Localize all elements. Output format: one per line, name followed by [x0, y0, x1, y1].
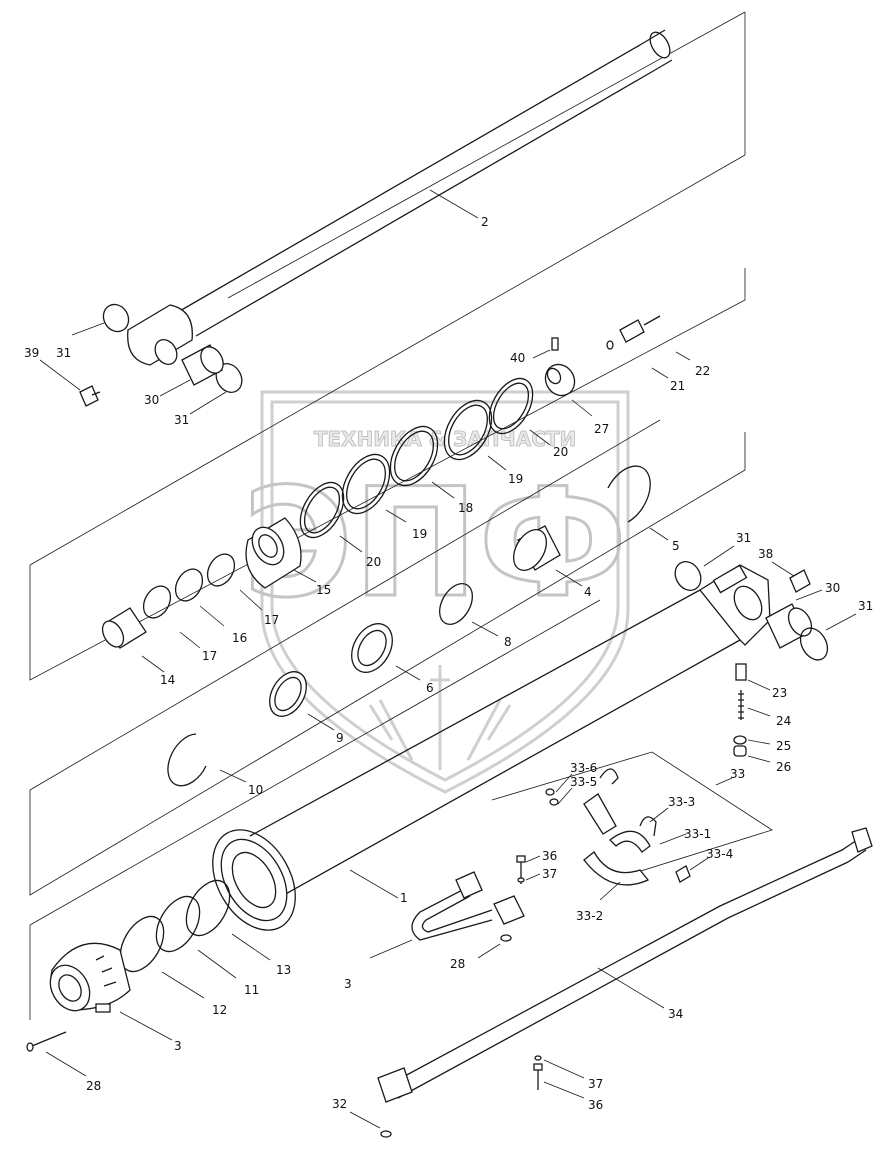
- callout-5: 5: [672, 539, 680, 553]
- callout-15: 15: [316, 583, 331, 597]
- callout-34: 34: [668, 1007, 683, 1021]
- bolt-36a: [516, 855, 526, 884]
- bushing-4: [512, 525, 561, 571]
- callout-9: 9: [336, 731, 344, 745]
- callout-18: 18: [458, 501, 473, 515]
- bolt-36b: [533, 1055, 543, 1090]
- callout-38: 38: [758, 547, 773, 561]
- callout-14: 14: [160, 673, 175, 687]
- callout-30a: 30: [144, 393, 159, 407]
- callout-36a: 36: [542, 849, 557, 863]
- callout-40: 40: [510, 351, 525, 365]
- callout-33-2: 33-2: [576, 909, 603, 923]
- callout-19a: 19: [508, 472, 523, 486]
- pipe-35: [411, 871, 525, 942]
- callout-24: 24: [776, 714, 791, 728]
- callout-39: 39: [24, 346, 39, 360]
- callout-16: 16: [232, 631, 247, 645]
- watermark-logo-text: ЭПФ: [243, 457, 627, 631]
- callout-22: 22: [695, 364, 710, 378]
- callout-33: 33: [730, 767, 745, 781]
- piston-rod: [127, 29, 673, 366]
- callout-31a: 31: [56, 346, 71, 360]
- callout-33-6: 33-6: [570, 761, 597, 775]
- cylinder-barrel: [212, 564, 771, 931]
- bushing-14: [101, 607, 147, 649]
- callout-21: 21: [670, 379, 685, 393]
- callout-17a: 17: [264, 613, 279, 627]
- grease-nipple-38: [789, 569, 811, 593]
- callout-35: 3: [344, 977, 352, 991]
- panel-frames: [29, 11, 746, 1020]
- callout-31b: 31: [174, 413, 189, 427]
- callout-33-5: 33-5: [570, 775, 597, 789]
- callout-30b: 30: [825, 581, 840, 595]
- piston-15: [245, 517, 302, 589]
- callout-32b: 32: [332, 1097, 347, 1111]
- gland-3: [49, 942, 131, 1013]
- callout-32a: 28: [450, 957, 465, 971]
- callout-19b: 19: [412, 527, 427, 541]
- callout-13: 13: [276, 963, 291, 977]
- bolt-28: [26, 1031, 67, 1052]
- bushing-30b: [765, 603, 813, 649]
- watermark: ТЕХНИКА & ЗАПЧАСТИ ЭПФ: [241, 390, 630, 794]
- callout-37a: 37: [542, 867, 557, 881]
- pin-21-22: [606, 315, 661, 350]
- callout-23: 23: [772, 686, 787, 700]
- callout-31d: 31: [858, 599, 873, 613]
- callout-1: 1: [400, 891, 408, 905]
- callout-20a: 20: [553, 445, 568, 459]
- callout-26: 26: [776, 760, 791, 774]
- callout-27: 27: [594, 422, 609, 436]
- callout-20b: 20: [366, 555, 381, 569]
- callout-31c: 31: [736, 531, 751, 545]
- callout-10: 10: [248, 783, 263, 797]
- callout-17b: 17: [202, 649, 217, 663]
- callout-3: 3: [174, 1039, 182, 1053]
- grease-nipple-39: [79, 385, 101, 407]
- callout-12: 12: [212, 1003, 227, 1017]
- callout-6: 6: [426, 681, 434, 695]
- valve-stack: [733, 663, 747, 757]
- pipe-34: [377, 827, 873, 1138]
- callout-8: 8: [504, 635, 512, 649]
- callout-37b: 37: [588, 1077, 603, 1091]
- callout-33-4: 33-4: [706, 847, 733, 861]
- callout-36b: 36: [588, 1098, 603, 1112]
- nut-40: [544, 337, 576, 397]
- callout-4: 4: [584, 585, 592, 599]
- callout-28: 28: [86, 1079, 101, 1093]
- clamp-33: [545, 768, 691, 886]
- callout-2: 2: [481, 215, 489, 229]
- wheat-icon: [368, 665, 512, 770]
- callout-25: 25: [776, 739, 791, 753]
- callout-33-3: 33-3: [668, 795, 695, 809]
- callout-11: 11: [244, 983, 259, 997]
- bushing-30: [181, 344, 224, 386]
- callout-33-1: 33-1: [684, 827, 711, 841]
